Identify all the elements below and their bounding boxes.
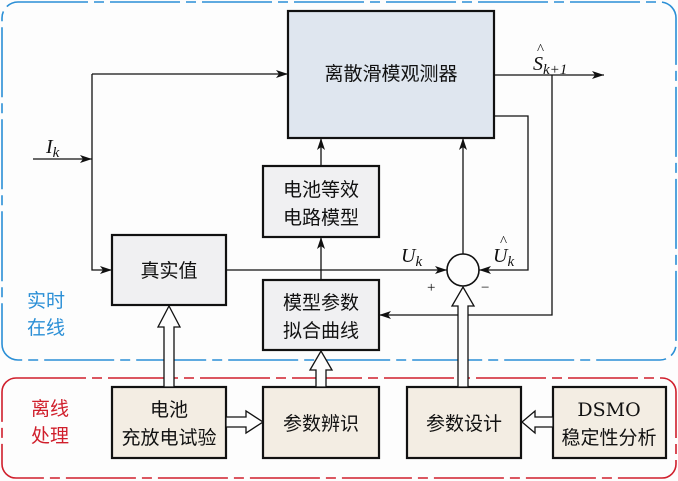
fit-curve-label-1: 模型参数 [283, 292, 359, 314]
hollow-arrow-ident-to-fit [308, 349, 334, 388]
offline-region-frame [1, 377, 677, 479]
online-region-label-1: 实时 [27, 290, 65, 312]
param-design-block: 参数设计 [405, 385, 523, 460]
charge-test-block: 电池 充放电试验 [110, 385, 228, 460]
param-ident-block: 参数辨识 [261, 385, 381, 460]
hollow-arrow-test-to-true [156, 304, 182, 388]
dsmo-stability-label-2: 稳定性分析 [561, 427, 656, 449]
measured-voltage-label: Uk [401, 245, 422, 270]
svg-text:Uk: Uk [493, 245, 514, 270]
equiv-circuit-label-1: 电池等效 [283, 179, 359, 201]
charge-test-label-2: 充放电试验 [121, 427, 216, 449]
svg-text:^: ^ [537, 42, 544, 58]
hollow-arrow-dsmo-to-design [520, 409, 554, 435]
offline-region-label-1: 离线 [31, 398, 69, 420]
dsmo-stability-block: DSMO 稳定性分析 [551, 385, 668, 460]
hollow-arrow-design-to-sum [450, 285, 476, 388]
input-current-label: Ik [45, 136, 60, 161]
voltage-estimate-line [479, 115, 529, 274]
summing-junction [446, 253, 480, 287]
minus-sign: − [481, 280, 489, 296]
online-region-frame [1, 1, 677, 361]
svg-text:Ik: Ik [45, 136, 60, 161]
svg-text:Uk: Uk [401, 245, 422, 270]
observer-block: 离散滑模观测器 [286, 9, 496, 140]
fit-curve-label-2: 拟合曲线 [283, 320, 359, 342]
equiv-circuit-label-2: 电路模型 [283, 207, 359, 229]
plus-sign: + [427, 280, 435, 296]
dsmo-stability-label-1: DSMO [577, 399, 640, 421]
soc-estimate-label: ^ Sk+1 [533, 42, 567, 78]
online-region-label-2: 在线 [27, 317, 65, 339]
svg-text:Sk+1: Sk+1 [533, 53, 567, 78]
soc-feedback-line [379, 75, 553, 319]
input-branch-line [91, 74, 112, 274]
offline-region-label-2: 处理 [31, 425, 69, 447]
true-value-block: 真实值 [110, 233, 228, 307]
hollow-arrow-test-to-ident [225, 409, 265, 435]
param-design-label: 参数设计 [426, 413, 502, 435]
equiv-circuit-block: 电池等效 电路模型 [261, 164, 381, 239]
param-ident-label: 参数辨识 [283, 413, 359, 435]
svg-text:^: ^ [500, 234, 507, 250]
charge-test-label-1: 电池 [150, 399, 188, 421]
estimated-voltage-label: ^ Uk [493, 234, 514, 270]
fit-curve-block: 模型参数 拟合曲线 [261, 278, 381, 352]
observer-label: 离散滑模观测器 [324, 63, 457, 85]
true-value-label: 真实值 [140, 260, 197, 282]
